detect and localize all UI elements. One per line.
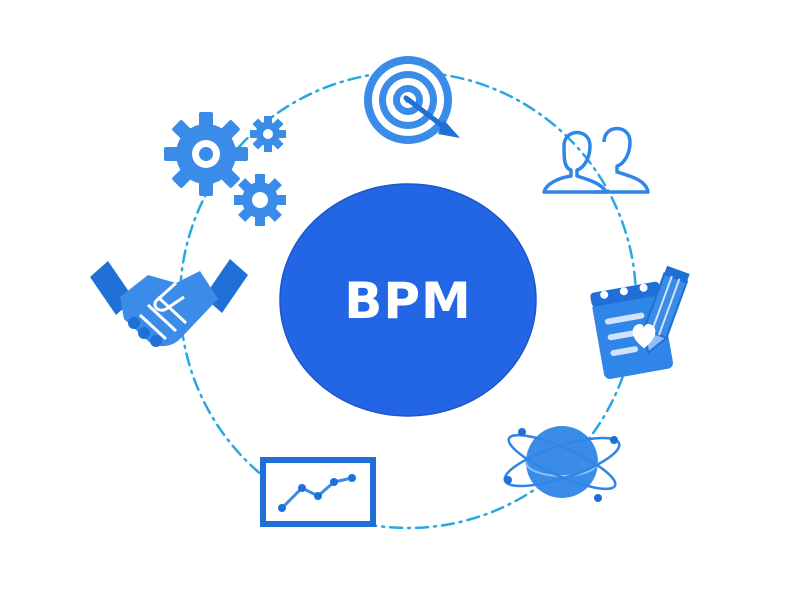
line-chart-icon xyxy=(260,457,376,527)
users-icon xyxy=(542,126,650,194)
globe-orbit-icon xyxy=(503,426,621,502)
center-node: BPM xyxy=(279,183,537,417)
target-icon xyxy=(364,56,460,144)
handshake-icon xyxy=(90,259,248,347)
notepad-pencil-icon xyxy=(590,265,690,379)
center-label: BPM xyxy=(344,272,472,330)
gears-icon xyxy=(164,112,286,226)
